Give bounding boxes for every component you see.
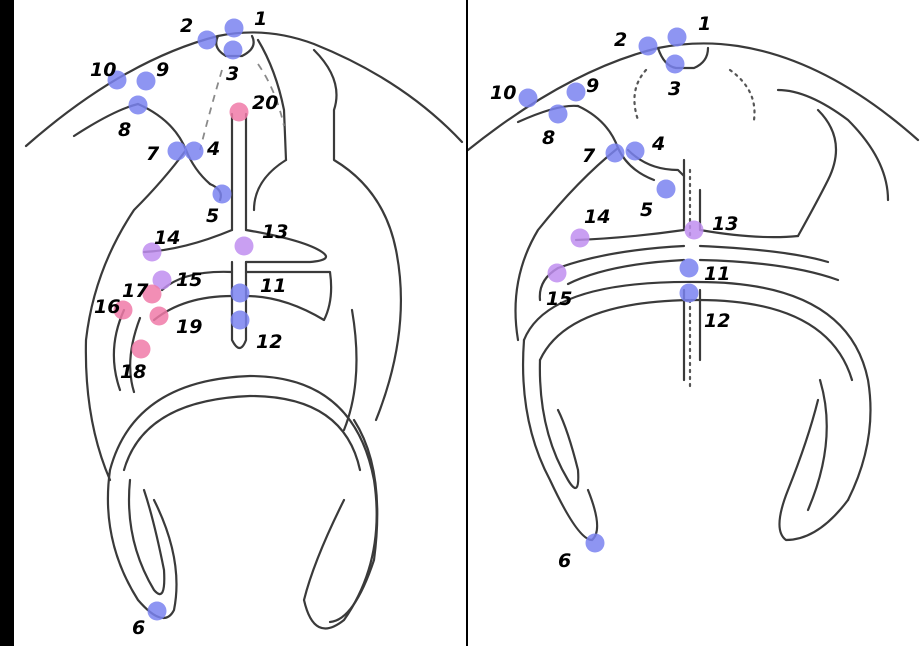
right-landmark-dot-5 — [657, 180, 676, 199]
left-landmark-dot-5 — [213, 185, 232, 204]
left-outline — [26, 32, 462, 628]
left-landmark-label-10: 10 — [90, 59, 116, 81]
right-landmark-label-7: 7 — [582, 145, 596, 167]
left-landmark-dot-7 — [168, 142, 187, 161]
left-landmark-label-1: 1 — [254, 8, 267, 30]
left-landmark-label-5: 5 — [206, 205, 219, 227]
left-landmark-label-4: 4 — [206, 138, 220, 160]
left-landmark-label-7: 7 — [146, 143, 160, 165]
left-landmark-label-3: 3 — [226, 63, 239, 85]
left-landmark-label-12: 12 — [256, 331, 282, 353]
left-landmark-label-17: 17 — [122, 280, 149, 302]
right-landmark-label-14: 14 — [584, 206, 610, 228]
left-landmark-label-16: 16 — [94, 296, 120, 318]
right-landmark-dot-13 — [685, 221, 704, 240]
right-landmark-label-8: 8 — [542, 127, 555, 149]
right-landmark-dot-4 — [626, 142, 645, 161]
left-landmark-dot-11 — [231, 284, 250, 303]
left-landmark-dot-13 — [235, 237, 254, 256]
right-landmark-dot-1 — [668, 28, 687, 47]
right-landmark-dot-12 — [680, 284, 699, 303]
left-landmark-dot-9 — [137, 72, 156, 91]
right-landmark-label-1: 1 — [698, 13, 711, 35]
right-landmark-dot-11 — [680, 259, 699, 278]
left-landmark-dot-18 — [132, 340, 151, 359]
right-landmark-label-12: 12 — [704, 310, 730, 332]
left-landmark-dot-19 — [150, 307, 169, 326]
left-landmark-label-20: 20 — [252, 92, 278, 114]
right-landmark-label-10: 10 — [490, 82, 516, 104]
right-landmark-label-4: 4 — [651, 133, 665, 155]
left-landmark-label-18: 18 — [120, 361, 146, 383]
right-landmark-dot-15 — [548, 264, 567, 283]
left-landmark-label-14: 14 — [154, 227, 180, 249]
right-landmark-dot-3 — [666, 55, 685, 74]
left-landmark-label-15: 15 — [176, 269, 202, 291]
left-landmark-label-13: 13 — [262, 221, 288, 243]
right-landmark-label-6: 6 — [558, 550, 571, 572]
left-landmark-dot-1 — [225, 19, 244, 38]
right-landmark-label-3: 3 — [668, 78, 681, 100]
right-landmark-dot-10 — [519, 89, 538, 108]
left-landmark-dot-8 — [129, 96, 148, 115]
right-landmark-label-13: 13 — [712, 213, 738, 235]
left-landmark-dot-12 — [231, 311, 250, 330]
right-landmark-label-11: 11 — [704, 263, 730, 285]
left-landmark-label-8: 8 — [118, 119, 131, 141]
left-landmark-label-2: 2 — [180, 15, 193, 37]
left-landmark-dot-6 — [148, 602, 167, 621]
left-landmark-dot-4 — [185, 142, 204, 161]
right-landmark-label-2: 2 — [614, 29, 627, 51]
left-landmark-dot-3 — [224, 41, 243, 60]
left-landmark-label-6: 6 — [132, 617, 145, 639]
right-landmark-label-9: 9 — [586, 75, 599, 97]
left-landmark-label-19: 19 — [176, 316, 202, 338]
right-landmark-label-5: 5 — [640, 199, 653, 221]
left-landmark-label-9: 9 — [156, 59, 169, 81]
left-landmark-dot-20 — [230, 103, 249, 122]
right-landmark-dot-8 — [549, 105, 568, 124]
left-landmark-dot-2 — [198, 31, 217, 50]
right-landmark-dot-2 — [639, 37, 658, 56]
right-landmark-dot-6 — [586, 534, 605, 553]
right-landmark-label-15: 15 — [546, 288, 572, 310]
right-landmark-dot-9 — [567, 83, 586, 102]
right-landmark-dot-7 — [606, 144, 625, 163]
left-landmark-label-11: 11 — [260, 275, 286, 297]
right-landmark-dot-14 — [571, 229, 590, 248]
